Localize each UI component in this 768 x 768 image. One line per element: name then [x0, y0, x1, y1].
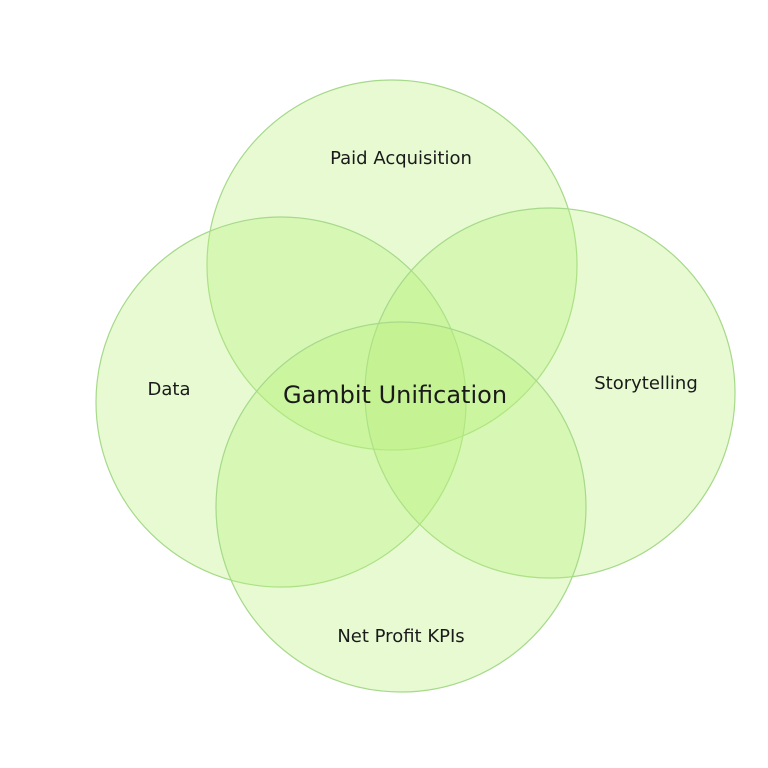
circle-storytelling: [364, 207, 736, 579]
circle-data: [95, 216, 467, 588]
circle-paid-acquisition: [206, 79, 578, 451]
circle-net-profit-kpis: [215, 321, 587, 693]
label-paid-acquisition: Paid Acquisition: [330, 148, 472, 169]
label-storytelling: Storytelling: [594, 373, 698, 394]
label-data: Data: [148, 379, 191, 400]
label-net-profit-kpis: Net Profit KPIs: [337, 626, 464, 647]
center-label: Gambit Unification: [283, 381, 507, 409]
